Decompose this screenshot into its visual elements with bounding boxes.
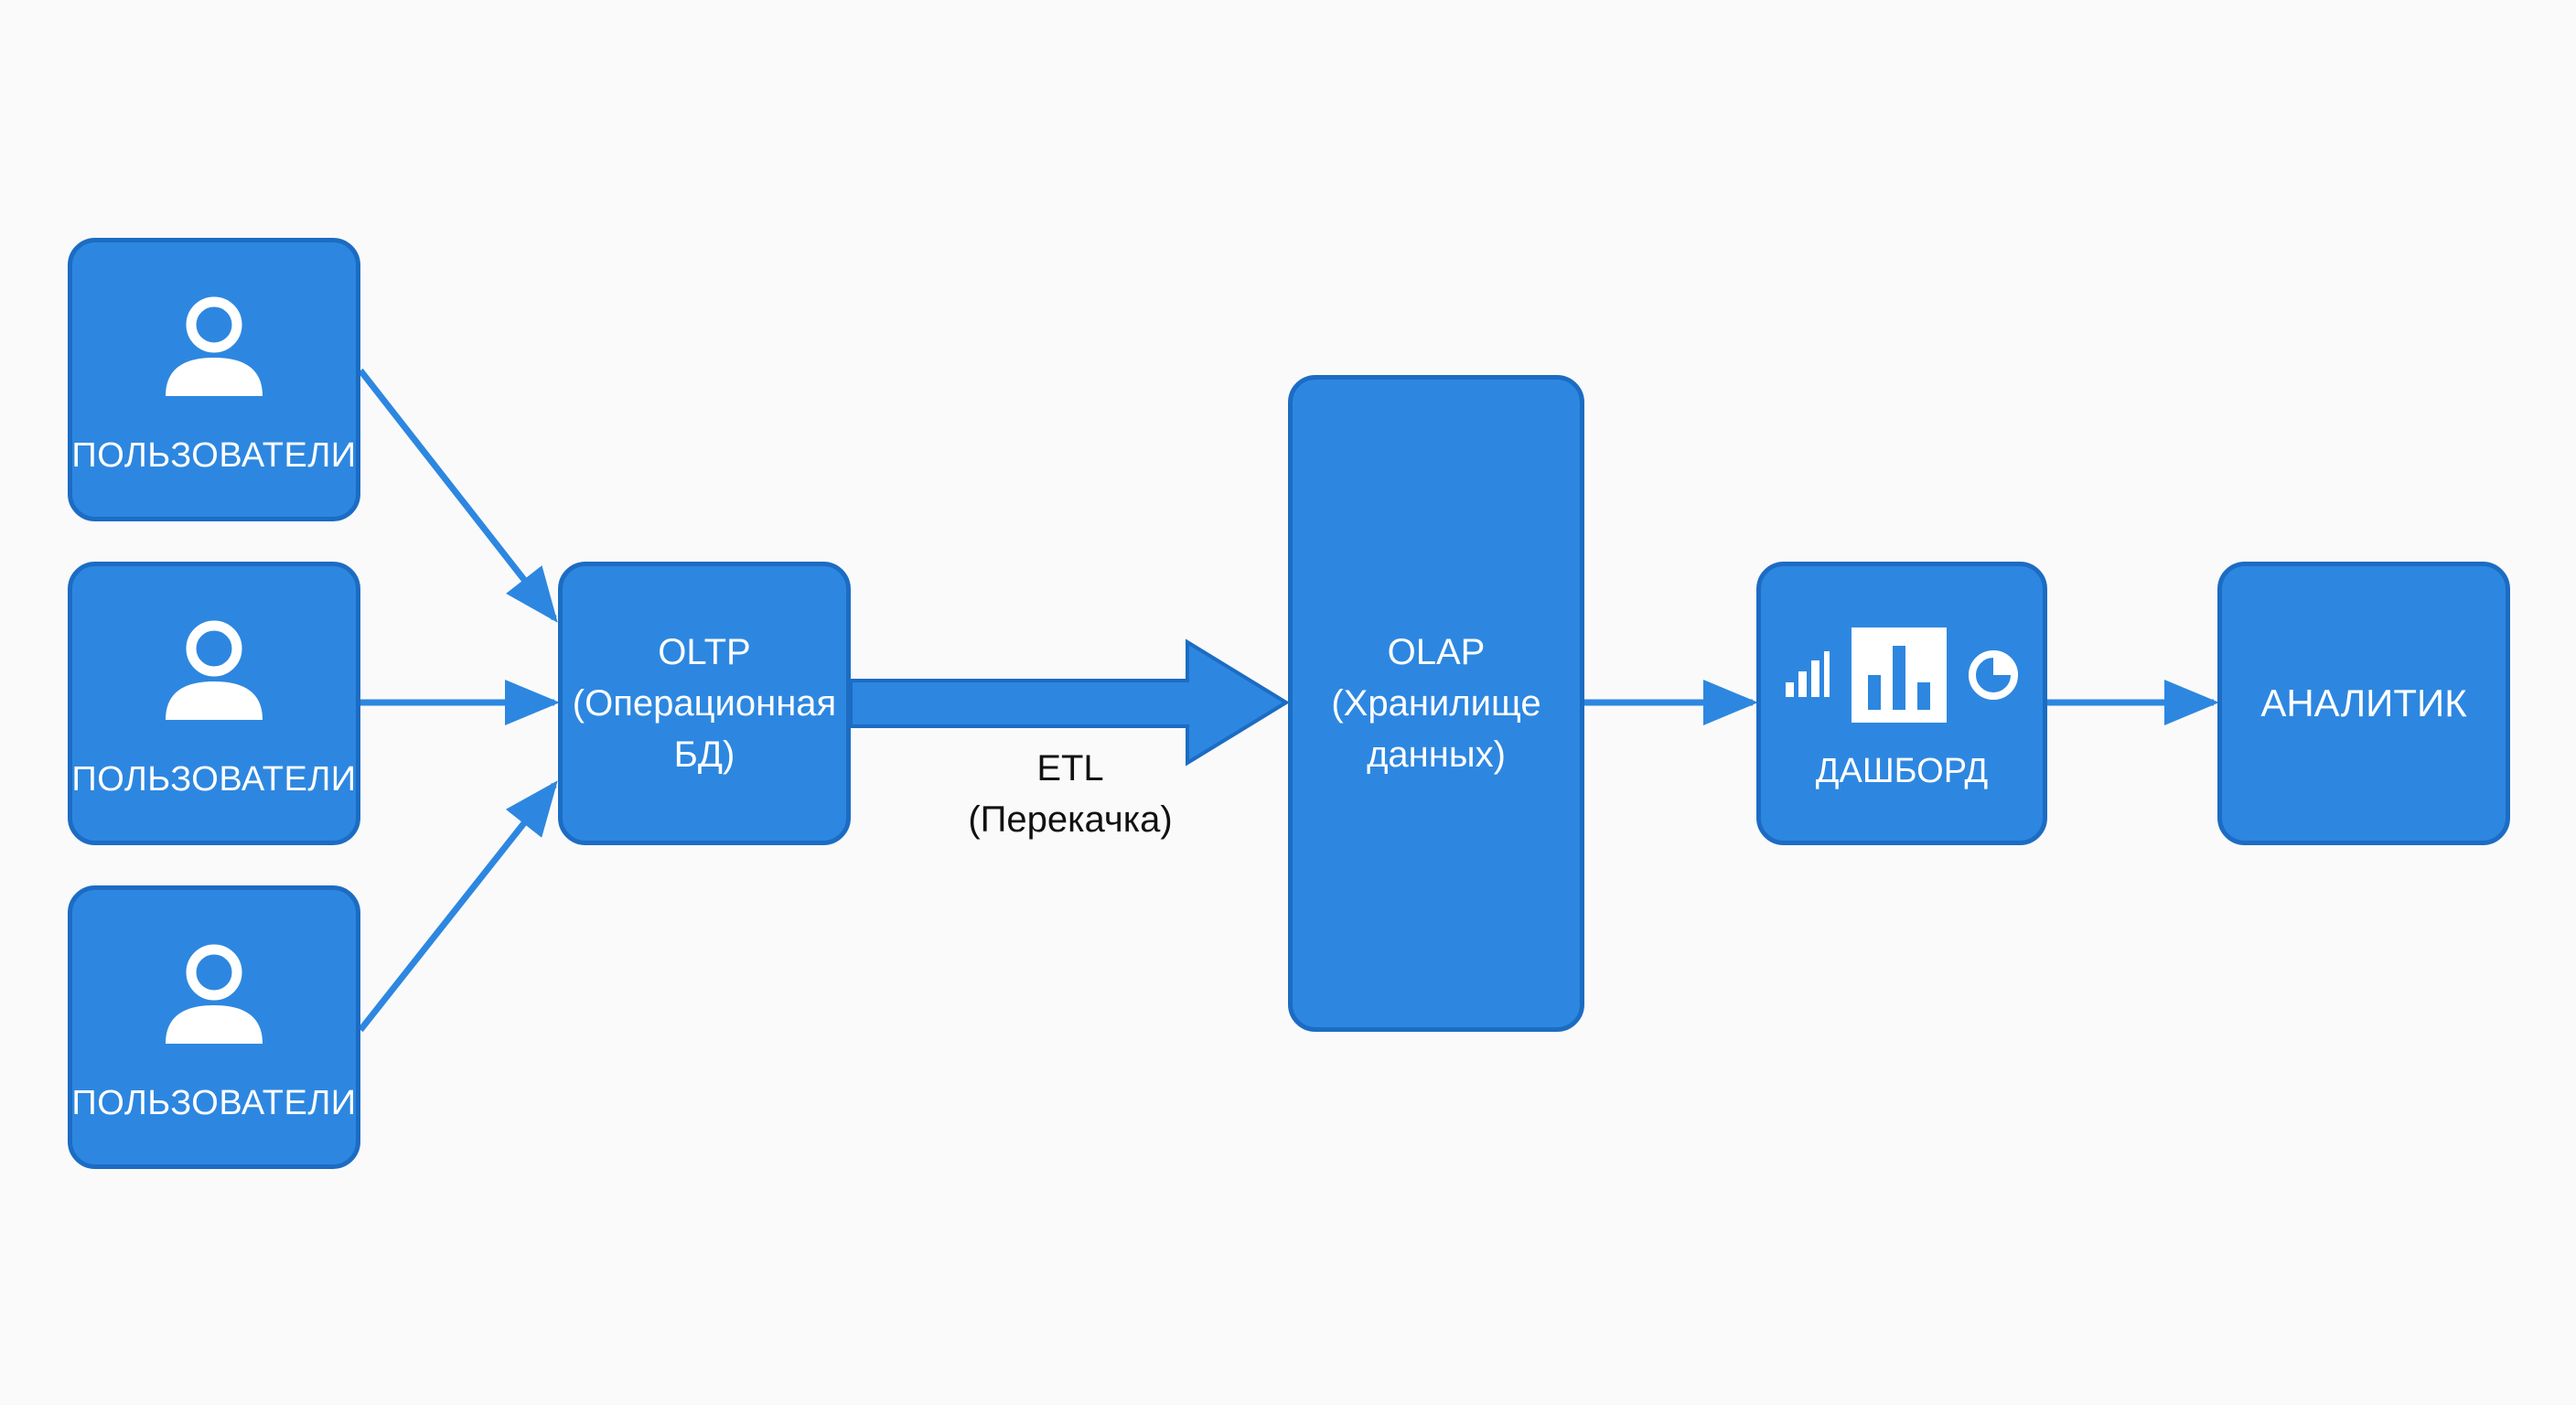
oltp-node: OLTP (Операционная БД) xyxy=(558,562,851,845)
user-icon xyxy=(166,296,263,396)
pie-chart-icon xyxy=(1969,649,2018,700)
arrow-users-1-to-oltp xyxy=(358,368,558,623)
olap-title: OLAP xyxy=(1387,632,1486,672)
dashboard-label: ДАШБОРД xyxy=(1815,751,1989,790)
analyst-node: АНАЛИТИК xyxy=(2217,562,2510,845)
user-icon xyxy=(166,944,263,1044)
oltp-subtitle: (Операционная xyxy=(572,683,837,724)
users-label: ПОЛЬЗОВАТЕЛИ xyxy=(71,435,357,475)
user-icon xyxy=(166,620,263,720)
etl-arrow xyxy=(849,638,1290,767)
bar-chart-icon xyxy=(1852,627,1947,723)
oltp-subtitle-cont: БД) xyxy=(673,735,735,775)
signal-bars-icon xyxy=(1786,650,1830,697)
etl-label: ETL (Перекачка) xyxy=(942,743,1198,845)
oltp-title: OLTP xyxy=(658,632,751,672)
olap-subtitle: (Хранилище xyxy=(1331,683,1541,724)
users-node: ПОЛЬЗОВАТЕЛИ xyxy=(68,885,360,1169)
olap-subtitle-cont: данных) xyxy=(1367,735,1506,775)
users-label: ПОЛЬЗОВАТЕЛИ xyxy=(71,759,357,799)
olap-node: OLAP (Хранилище данных) xyxy=(1288,375,1584,1032)
dashboard-icons xyxy=(1782,626,2022,724)
etl-subtitle: (Перекачка) xyxy=(968,799,1173,840)
users-label: ПОЛЬЗОВАТЕЛИ xyxy=(71,1083,357,1122)
users-node: ПОЛЬЗОВАТЕЛИ xyxy=(68,562,360,845)
etl-title: ETL xyxy=(1036,748,1104,788)
analyst-label: АНАЛИТИК xyxy=(2260,681,2467,724)
users-node: ПОЛЬЗОВАТЕЛИ xyxy=(68,238,360,521)
arrow-users-3-to-oltp xyxy=(358,780,558,1033)
dashboard-node: ДАШБОРД xyxy=(1756,562,2047,845)
